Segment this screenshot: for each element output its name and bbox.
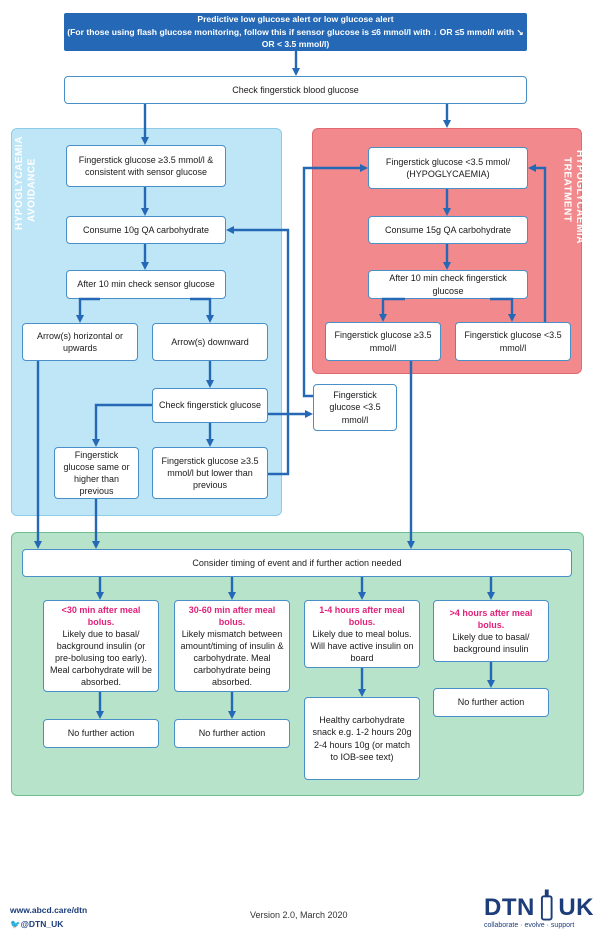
footer-version: Version 2.0, March 2020 [250, 910, 348, 920]
timing-col3-body: Likely due to meal bolus. Will have acti… [310, 628, 414, 664]
after-10-fingerstick-box: After 10 min check fingerstick glucose [368, 270, 528, 299]
treatment-below-box: Fingerstick glucose <3.5 mmol/l [455, 322, 571, 361]
arrow-after10-to-horizontal [76, 297, 100, 323]
arrow-after10-to-downward [190, 297, 214, 323]
timing-col4-box: >4 hours after meal bolus. Likely due to… [433, 600, 549, 662]
arrows-horizontal-box: Arrow(s) horizontal or upwards [22, 323, 138, 361]
timing-col4-body: Likely due to basal/ background insulin [452, 632, 530, 655]
consume-15g-box: Consume 15g QA carbohydrate [368, 216, 528, 244]
check-fingerstick-glucose-box: Check fingerstick glucose [152, 388, 268, 423]
arrow-lower-loop-to-consume [226, 226, 290, 476]
no-further-action-4: No further action [433, 688, 549, 717]
timing-col2-title: 30-60 min after meal bolus. [188, 604, 276, 627]
logo-tagline: collaborate · evolve · support [484, 922, 575, 929]
arrow-treat-after10-to-below [490, 297, 516, 322]
treatment-above-box: Fingerstick glucose ≥3.5 mmol/l [325, 322, 441, 361]
arrows-downward-box: Arrow(s) downward [152, 323, 268, 361]
footer-website[interactable]: www.abcd.care/dtn [10, 905, 88, 915]
no-further-action-1: No further action [43, 719, 159, 748]
arrow-check-to-same [92, 403, 152, 447]
treatment-start-box: Fingerstick glucose <3.5 mmol/ (HYPOGLYC… [368, 147, 528, 189]
footer-twitter[interactable]: 🐦@DTN_UK [10, 919, 64, 929]
consume-10g-box: Consume 10g QA carbohydrate [66, 216, 226, 244]
lower-than-previous-box: Fingerstick glucose ≥3.5 mmol/l but lowe… [152, 447, 268, 499]
timing-col1-box: <30 min after meal bolus. Likely due to … [43, 600, 159, 692]
check-fingerstick-box: Check fingerstick blood glucose [64, 76, 527, 104]
timing-col3-title: 1-4 hours after meal bolus. [319, 604, 405, 627]
arrow-treat-after10-to-above [379, 297, 405, 322]
consider-timing-box: Consider timing of event and if further … [22, 549, 572, 577]
no-further-action-2: No further action [174, 719, 290, 748]
timing-col2-body: Likely mismatch between amount/timing of… [180, 628, 284, 688]
alert-subtitle: (For those using flash glucose monitorin… [67, 26, 524, 50]
alert-title: Predictive low glucose alert or low gluc… [197, 14, 394, 25]
timing-col3-box: 1-4 hours after meal bolus. Likely due t… [304, 600, 420, 668]
timing-col1-title: <30 min after meal bolus. [61, 604, 141, 627]
logo-text-right: UK [558, 894, 594, 921]
insulin-pen-icon [540, 889, 553, 921]
after-10-sensor-box: After 10 min check sensor glucose [66, 270, 226, 299]
arrow-treat-below-loop [528, 164, 547, 322]
dtn-uk-logo: DTN UK collaborate · evolve · support [484, 888, 594, 940]
timing-col4-title: >4 hours after meal bolus. [449, 607, 533, 630]
timing-col2-box: 30-60 min after meal bolus. Likely misma… [174, 600, 290, 692]
avoidance-start-box: Fingerstick glucose ≥3.5 mmol/l & consis… [66, 145, 226, 187]
arrow-middle-to-treat-start [302, 164, 368, 398]
timing-col1-body: Likely due to basal/ background insulin … [49, 628, 153, 688]
snack-box: Healthy carbohydrate snack e.g. 1-2 hour… [304, 697, 420, 780]
middle-below-box: Fingerstick glucose <3.5 mmol/l [313, 384, 397, 431]
alert-header: Predictive low glucose alert or low gluc… [64, 13, 527, 51]
logo-text-left: DTN [484, 894, 535, 921]
same-or-higher-box: Fingerstick glucose same or higher than … [54, 447, 139, 499]
